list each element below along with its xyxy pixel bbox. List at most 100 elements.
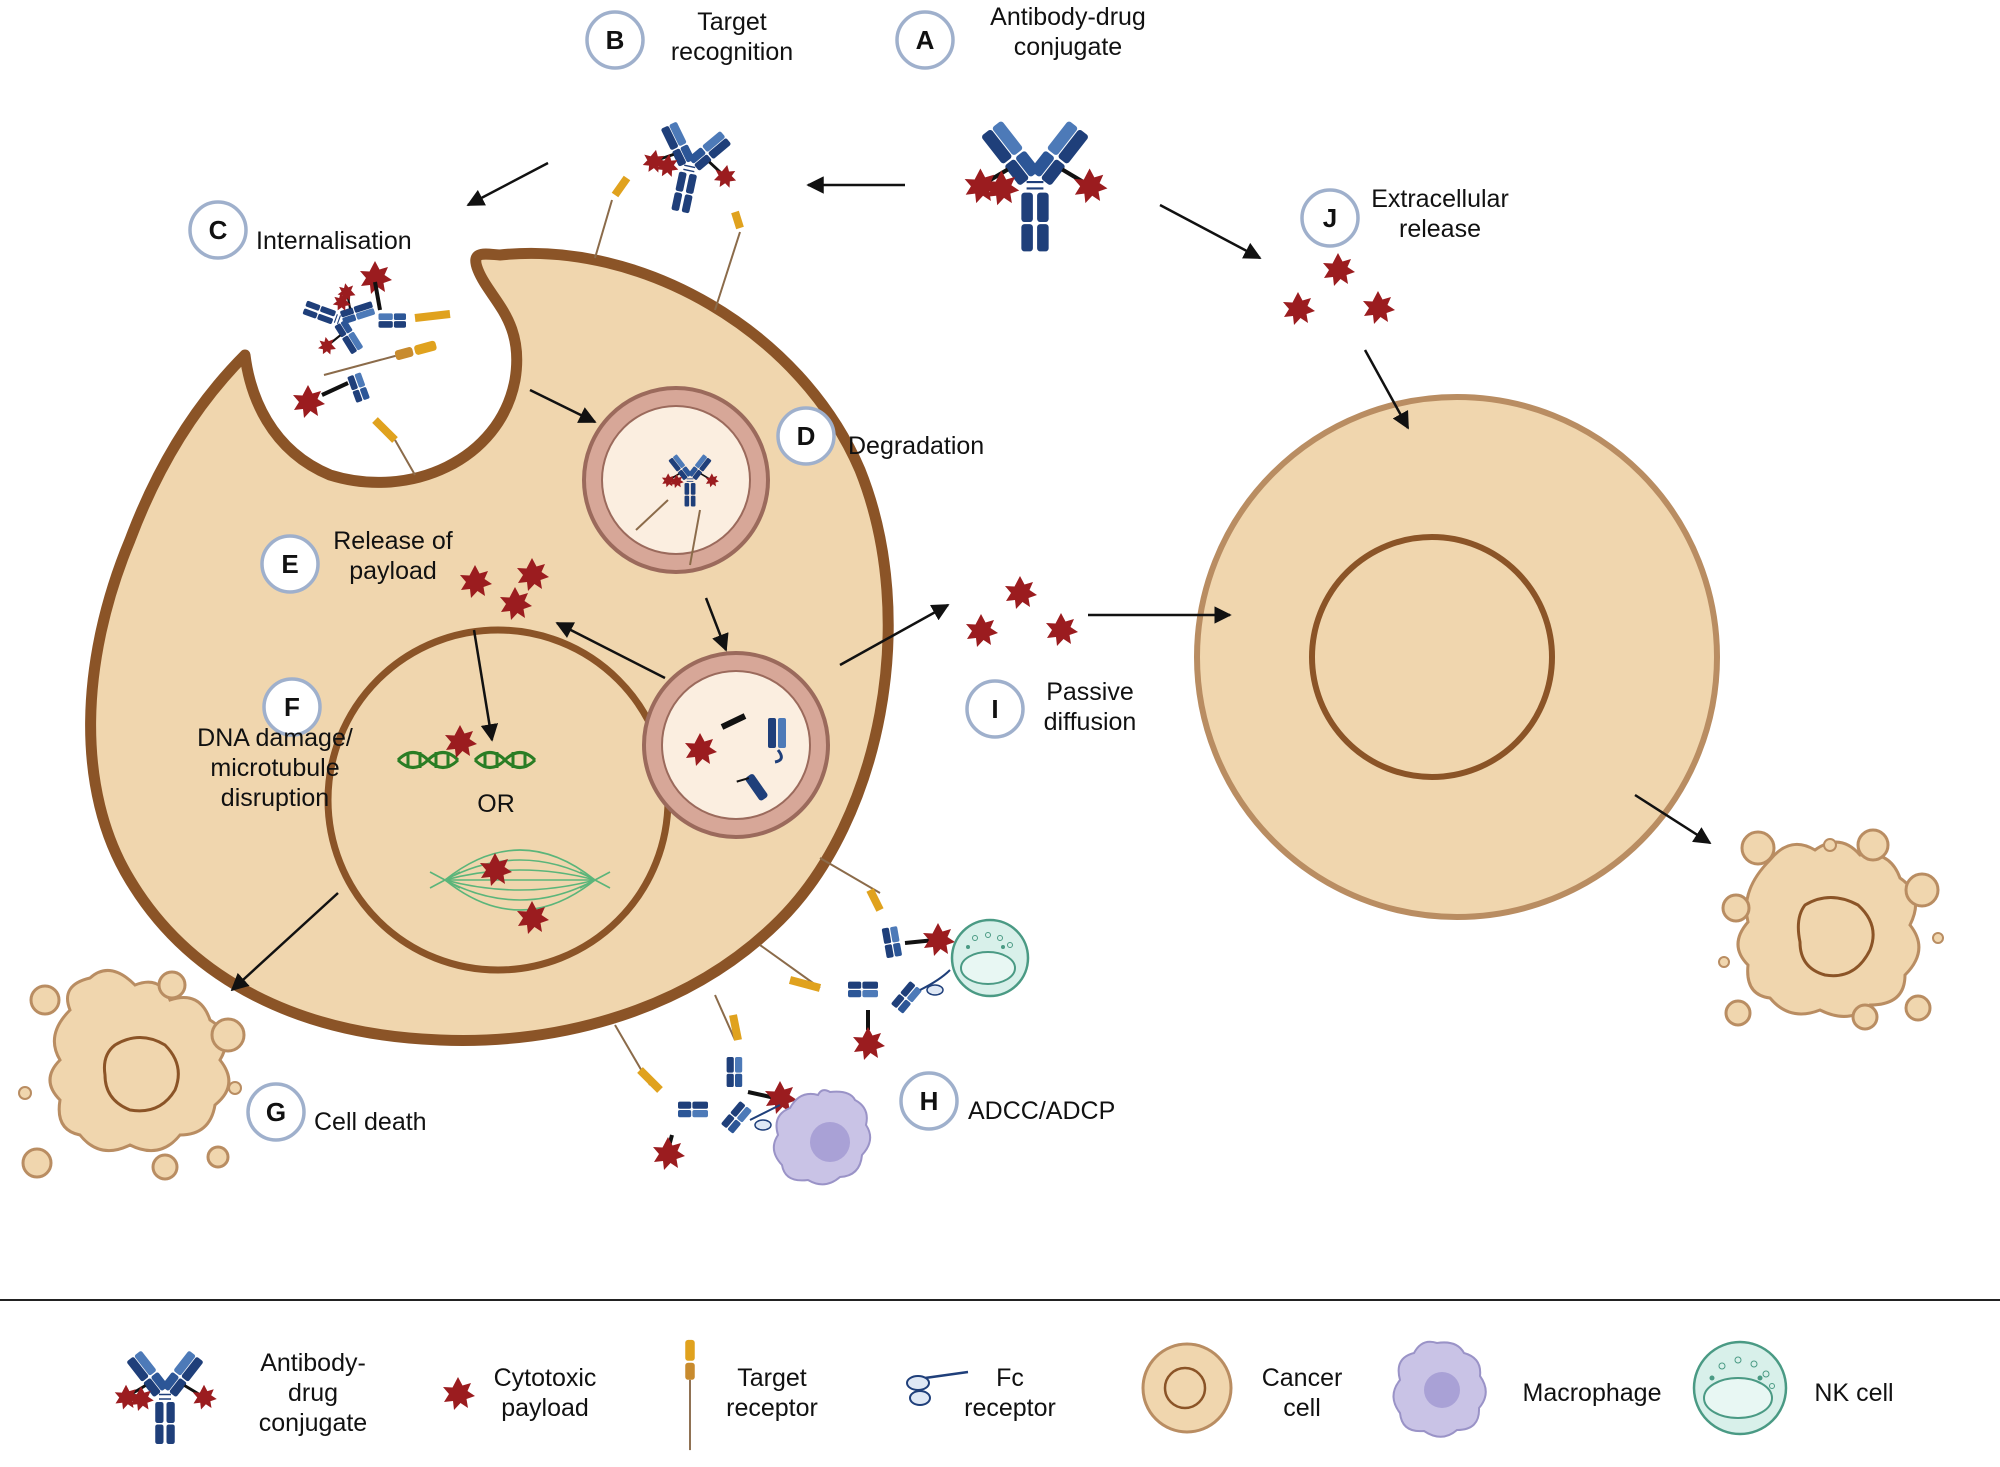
step-label-b-line-1: Target [697,8,767,36]
adc-target-recognition [594,116,746,311]
legend-payload-icon [443,1377,475,1410]
free-adc [965,120,1108,251]
extracellular-payload-3 [1363,291,1395,324]
adc-internalised [292,261,451,476]
legend-label-nk-cell-line-1: NK cell [1814,1379,1893,1407]
step-letter-e: E [281,549,298,579]
step-badge-c [188,200,248,260]
step-c: C Internalisation [188,200,412,260]
arrow-bystander-death [1634,793,1712,845]
legend-label-target-receptor-line-2: receptor [726,1394,818,1422]
receptor-internalised-1 [321,339,439,381]
step-letter-h: H [920,1086,939,1116]
legend-fc-receptor-icon [906,1370,969,1406]
dead-cell-left [18,969,246,1181]
step-letter-j: J [1323,203,1337,233]
step-letter-f: F [284,692,300,722]
step-d: D Degradation [776,406,984,466]
step-letter-g: G [266,1097,286,1127]
legend-cancer-cell-icon [1141,1342,1233,1434]
microtubule-spindle [429,849,611,911]
step-label-j-line-1: Extracellular [1371,185,1509,213]
legend-label-cytotoxic-payload-line-2: payload [501,1394,589,1422]
diffusing-payload-1 [1005,576,1037,609]
step-badge-g [246,1082,306,1142]
or-label: OR [477,790,515,818]
nk-cell [950,918,1030,998]
legend-label-cytotoxic-payload-line-1: Cytotoxic [494,1364,597,1392]
step-badge-j [1300,188,1360,248]
step-label-i-line-2: diffusion [1044,708,1137,736]
arrow-c-to-d [529,388,597,424]
step-label-f-line-2: microtubule [210,754,339,782]
extracellular-payload-2 [1283,292,1315,325]
step-letter-i: I [991,694,998,724]
dna-helix [396,751,537,769]
legend-label-antibody-drug-conjugate-line-3: conjugate [259,1409,367,1437]
flow-arrows [230,161,1712,992]
step-label-f-line-3: disruption [221,784,329,812]
adcp-complex-macrophage [614,994,797,1170]
step-label-f-line-1: DNA damage/ [197,724,353,752]
diffusing-payload-3 [1046,613,1078,646]
arrow-lysosome-out [839,603,950,667]
arrow-e-to-nucleus [472,629,499,742]
arrow-lysosome-to-e [555,621,666,680]
dead-cell-right [1718,828,1944,1031]
legend-label-cancer-cell-line-1: Cancer [1262,1364,1343,1392]
arrow-b-to-c [466,161,549,207]
extracellular-payload-1 [1323,253,1355,286]
arrow-to-cell-death [230,892,339,992]
step-label-c-line-1: Internalisation [256,227,412,255]
step-letter-d: D [797,421,816,451]
step-badge-b [585,10,645,70]
macrophage [772,1089,872,1186]
arrow-d-to-lysosome [704,597,729,652]
adcc-complex-nk [759,857,955,1060]
step-label-i-line-1: Passive [1046,678,1134,706]
step-label-e-line-2: payload [349,557,437,585]
diffusing-payload-2 [966,614,998,647]
legend-macrophage-icon [1392,1340,1487,1438]
step-label-g-line-1: Cell death [314,1108,427,1136]
step-badge-f [262,677,322,737]
step-badge-i [965,679,1025,739]
step-label-a-line-2: conjugate [1014,33,1122,61]
legend-label-antibody-drug-conjugate-line-1: Antibody- [260,1349,366,1377]
step-letter-b: B [606,25,625,55]
step-badge-e [260,534,320,594]
step-label-h-line-1: ADCC/ADCP [968,1097,1115,1125]
step-badge-d [776,406,836,466]
cleaved-linker [720,713,747,730]
step-g: G Cell death [246,1082,427,1142]
legend-label-cancer-cell-line-2: cell [1283,1394,1321,1422]
legend-label-target-receptor-line-1: Target [737,1364,807,1392]
arrow-j-to-bystander [1363,349,1410,430]
arrow-a-to-j [1159,203,1262,260]
step-badge-a [895,10,955,70]
step-letter-c: C [209,215,228,245]
step-h: H ADCC/ADCP [899,1071,1115,1131]
legend-label-fc-receptor-line-2: receptor [964,1394,1056,1422]
legend-label-antibody-drug-conjugate-line-2: drug [288,1379,338,1407]
legend-label-macrophage-line-1: Macrophage [1523,1379,1662,1407]
step-label-e-line-1: Release of [333,527,453,555]
step-label-j-line-2: release [1399,215,1481,243]
legend-label-fc-receptor-line-1: Fc [996,1364,1024,1392]
legend-adc-icon [115,1350,217,1444]
legend-target-receptor-icon [684,1338,696,1452]
step-letter-a: A [916,25,935,55]
bystander-nucleus [1309,534,1555,780]
legend-nk-cell-icon [1692,1340,1788,1436]
step-label-a-line-1: Antibody-drug [990,3,1146,31]
step-label-d-line-1: Degradation [848,432,984,460]
step-badge-h [899,1071,959,1131]
